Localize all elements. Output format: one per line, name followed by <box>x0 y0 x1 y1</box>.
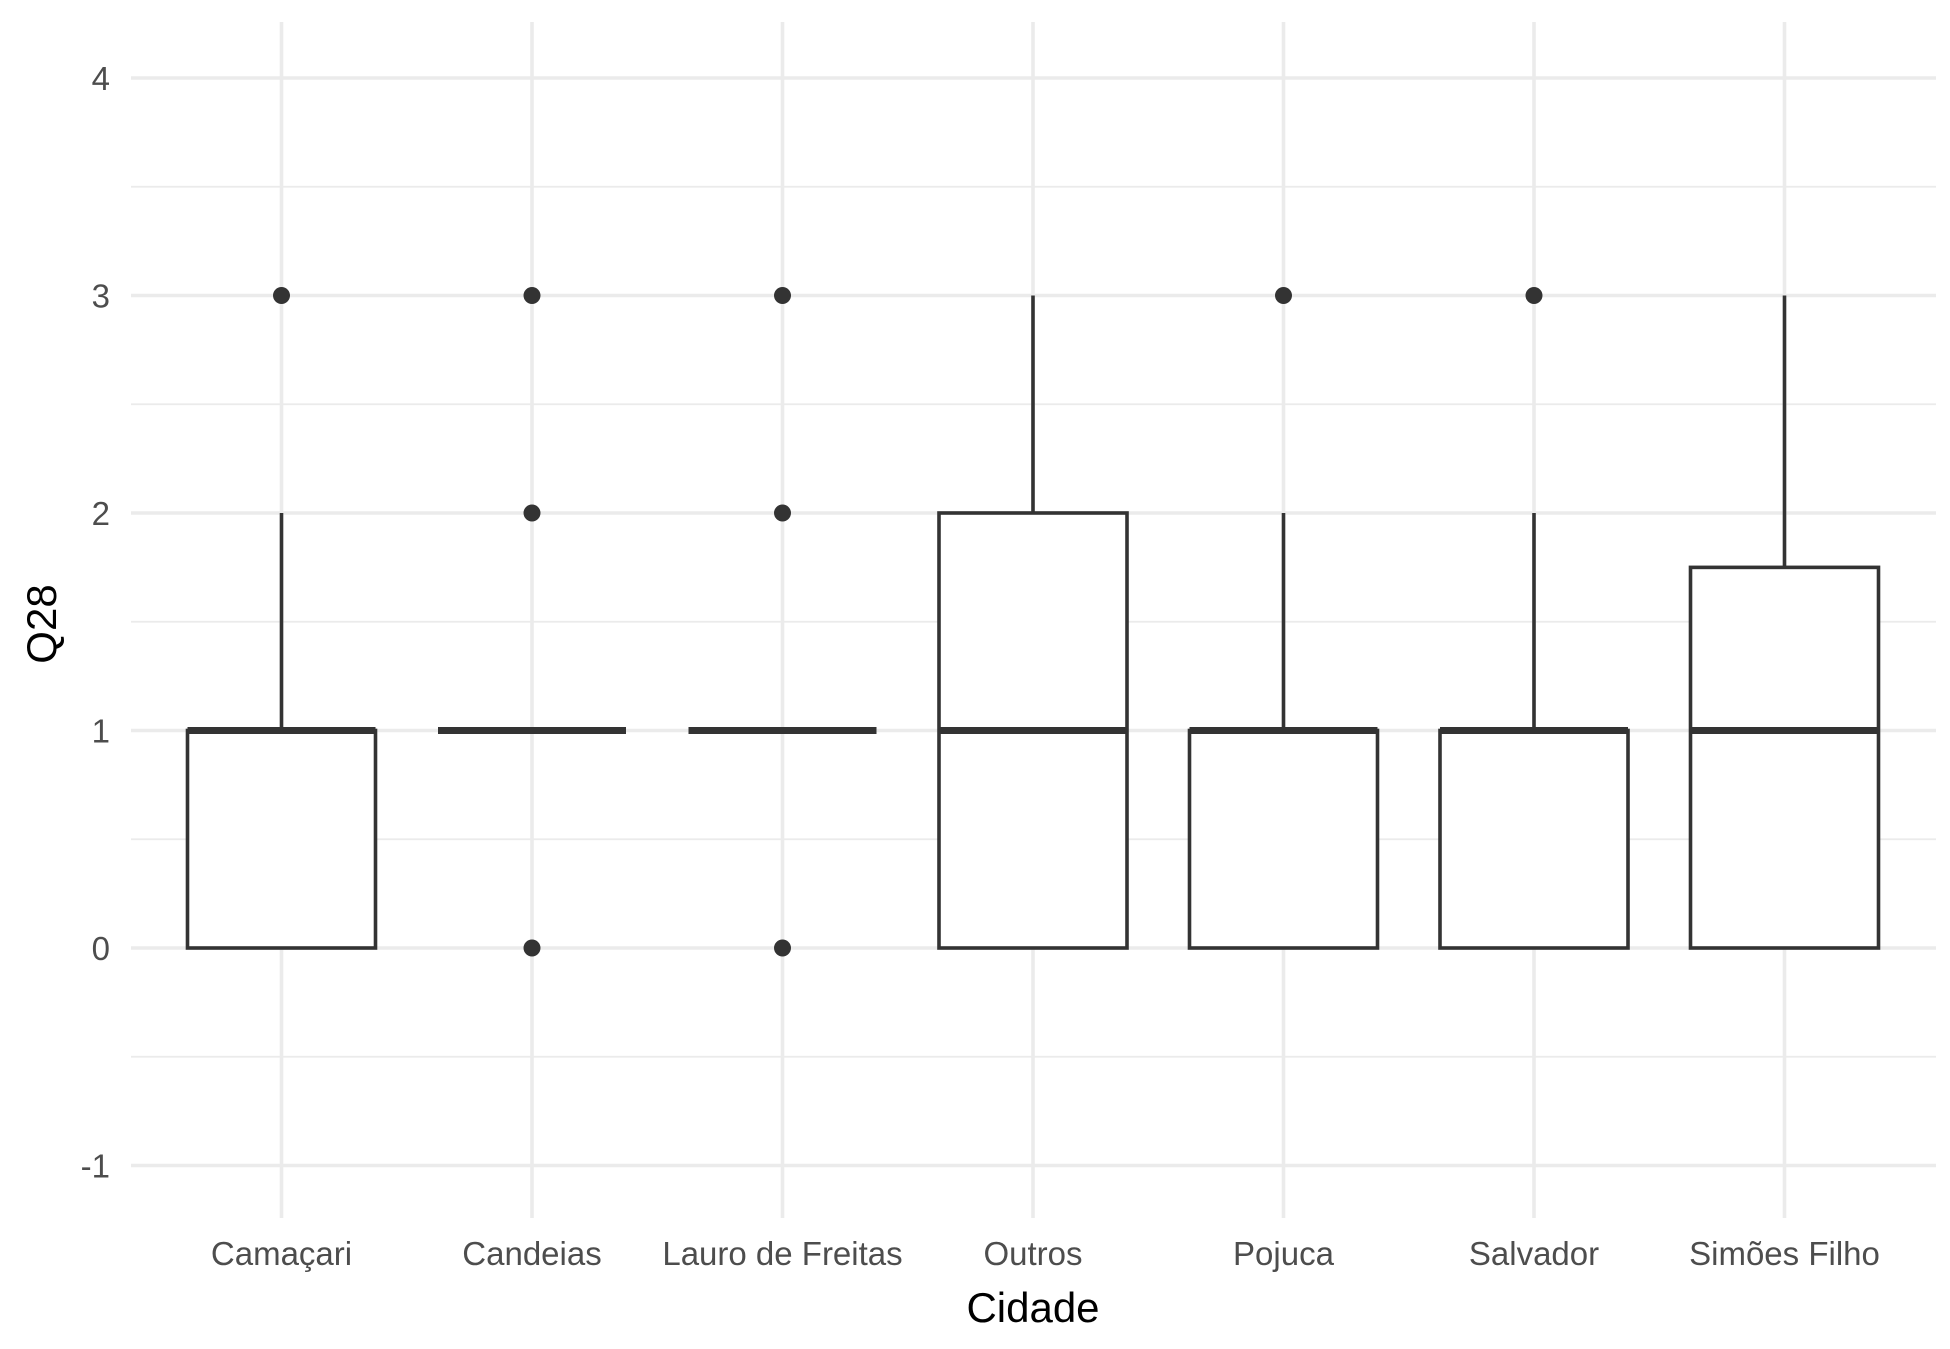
outlier-point <box>774 504 791 522</box>
y-tick-label: 0 <box>92 930 110 967</box>
outlier-point <box>774 939 791 957</box>
outlier-point <box>273 287 290 304</box>
x-axis-title: Cidade <box>966 1284 1099 1331</box>
x-tick-label: Outros <box>983 1235 1082 1272</box>
y-tick-label: 4 <box>92 60 110 97</box>
box-lauro-de-freitas <box>688 287 877 957</box>
box-simões-filho <box>1688 295 1881 950</box>
box-rect <box>185 728 378 950</box>
outlier-point <box>1275 287 1292 304</box>
y-tick-labels: -1 0 1 2 3 4 <box>81 60 110 1185</box>
outlier-point <box>523 939 541 957</box>
x-tick-label: Camaçari <box>211 1235 352 1272</box>
box-rect <box>1688 565 1881 950</box>
y-tick-label: 2 <box>92 495 110 532</box>
y-tick-label: 3 <box>92 278 110 315</box>
outlier-point <box>523 287 541 304</box>
box-candeias <box>438 287 626 957</box>
box-outros <box>937 295 1129 950</box>
outlier-point <box>523 504 541 522</box>
box-camaçari <box>185 287 378 950</box>
boxes-layer <box>185 287 1881 957</box>
y-axis-title: Q28 <box>18 584 65 663</box>
x-tick-label: Candeias <box>462 1235 601 1272</box>
box-pojuca <box>1187 287 1380 950</box>
box-rect <box>1187 728 1380 950</box>
x-tick-label: Pojuca <box>1233 1235 1335 1272</box>
x-tick-label: Salvador <box>1469 1235 1599 1272</box>
box-rect <box>1438 728 1630 950</box>
y-tick-label: 1 <box>92 713 110 750</box>
x-tick-labels: Camaçari Candeias Lauro de Freitas Outros Po… <box>211 1235 1880 1272</box>
outlier-point <box>774 287 791 304</box>
x-tick-label: Simões Filho <box>1689 1235 1880 1272</box>
outlier-point <box>1525 287 1543 304</box>
box-salvador <box>1438 287 1630 950</box>
y-tick-label: -1 <box>81 1148 110 1185</box>
x-tick-label: Lauro de Freitas <box>662 1235 902 1272</box>
